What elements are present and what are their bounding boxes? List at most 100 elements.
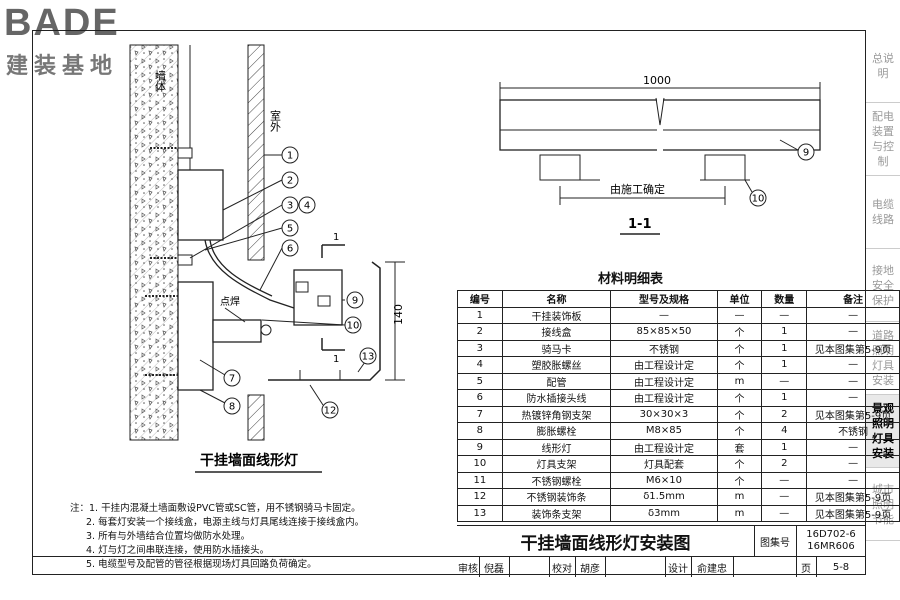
table-cell: 见本图集第5-9页 [806, 488, 900, 506]
side-nav-label: 总说明 [872, 52, 894, 80]
table-cell: M6×10 [610, 471, 718, 489]
table-cell: 个 [716, 389, 763, 407]
table-cell: 个 [716, 323, 763, 341]
table-cell: m [716, 504, 763, 522]
designer: 俞建忠 [691, 557, 734, 577]
callout-number: 5 [287, 224, 293, 235]
checker: 胡彦 [575, 557, 606, 577]
table-cell: 1 [761, 323, 808, 341]
table-cell: — [761, 488, 808, 506]
page-label: 页 [796, 557, 817, 577]
notes: 注：1. 干挂内混凝土墙面敷设PVC管或SC管，用不锈钢骑马卡固定。2. 每套灯… [70, 502, 364, 572]
table-cell: 9 [457, 438, 503, 456]
table-cell: 7 [457, 405, 503, 423]
page-number: 5-8 [832, 561, 850, 573]
table-cell: 见本图集第5-9页 [806, 504, 900, 522]
section-mark-bottom: 1 [333, 354, 339, 365]
junction-box [177, 169, 224, 241]
table-cell: m [716, 488, 763, 506]
table-header: 数量 [761, 290, 808, 308]
table-cell: 1 [457, 306, 503, 324]
design-label: 设计 [665, 557, 692, 577]
table-cell: 线形灯 [501, 438, 612, 456]
table-cell: 85×85×50 [610, 323, 718, 341]
angle-bracket [177, 281, 214, 391]
note-line: 4. 灯与灯之间串联连接，使用防水插接头。 [86, 545, 270, 556]
table-cell: 套 [716, 438, 763, 456]
reviewer: 倪磊 [479, 557, 510, 577]
table-cell: 不锈钢螺栓 [501, 471, 612, 489]
table-cell: 30×30×3 [610, 405, 718, 423]
reviewer-signature [509, 557, 550, 577]
table-cell: 12 [457, 488, 503, 506]
table-cell: 1 [761, 339, 808, 357]
wall-label: 墙体 [154, 69, 167, 92]
table-cell: δ1.5mm [610, 488, 718, 506]
review-label: 审核 [457, 557, 480, 577]
table-cell: 个 [716, 471, 763, 489]
table-cell: 由工程设计定 [610, 389, 718, 407]
callout-circle [797, 143, 815, 161]
table-cell: 4 [457, 356, 503, 374]
table-cell: 4 [761, 422, 808, 440]
side-nav-item[interactable]: 总说明 [866, 30, 900, 103]
table-cell: 1 [761, 389, 808, 407]
table-cell: 2 [761, 405, 808, 423]
callout-circle [281, 239, 299, 257]
callout-circle [749, 189, 767, 207]
table-cell: — [806, 389, 900, 407]
table-cell: — [806, 372, 900, 390]
callout-circle [321, 401, 339, 419]
drawing-title: 干挂墙面线形灯安装图 [457, 526, 755, 557]
callout-number: 7 [229, 374, 235, 385]
table-cell: — [716, 306, 763, 324]
atlas-number-2: 16MR606 [807, 541, 855, 552]
table-cell: 不锈钢 [610, 339, 718, 357]
table-cell: — [806, 306, 900, 324]
outdoor-label: 室外 [269, 109, 282, 133]
table-cell: 灯具支架 [501, 455, 612, 473]
callout-circle [281, 196, 299, 214]
table-cell: 干挂装饰板 [501, 306, 612, 324]
table-cell: 见本图集第5-9页 [806, 405, 900, 423]
table-cell: 骑马卡 [501, 339, 612, 357]
side-nav-item[interactable]: 电缆线路 [866, 176, 900, 249]
table-header: 型号及规格 [610, 290, 718, 308]
table-cell: 防水插接头线 [501, 389, 612, 407]
note-line: 3. 所有与外墙结合位置均做防水处理。 [86, 531, 251, 542]
callout-number: 13 [362, 352, 375, 363]
table-cell: 由工程设计定 [610, 438, 718, 456]
table-cell: 由工程设计定 [610, 356, 718, 374]
table-cell: 1 [761, 356, 808, 374]
table-cell: 个 [716, 405, 763, 423]
table-cell: 由工程设计定 [610, 372, 718, 390]
table-cell: 配管 [501, 372, 612, 390]
table-cell: 热镀锌角钢支架 [501, 405, 612, 423]
side-nav-item[interactable]: 配电装置与控制 [866, 103, 900, 176]
section-mark-top: 1 [333, 232, 339, 243]
title-block: 干挂墙面线形灯安装图 图集号 16D702-6 16MR606 审核 倪磊 校对… [32, 525, 866, 577]
note-line: 注：1. 干挂内混凝土墙面敷设PVC管或SC管，用不锈钢骑马卡固定。 [70, 503, 361, 514]
table-cell: 个 [716, 356, 763, 374]
callout-circle [344, 316, 362, 334]
section-title: 1-1 [628, 217, 652, 232]
callout-circle [223, 369, 241, 387]
callout-circle [281, 219, 299, 237]
table-cell: — [806, 455, 900, 473]
table-header: 备注 [806, 290, 900, 308]
table-cell: δ3mm [610, 504, 718, 522]
table-cell: — [806, 471, 900, 489]
check-label: 校对 [549, 557, 576, 577]
side-nav-label: 配电装置与控制 [872, 110, 894, 168]
table-cell: — [761, 504, 808, 522]
